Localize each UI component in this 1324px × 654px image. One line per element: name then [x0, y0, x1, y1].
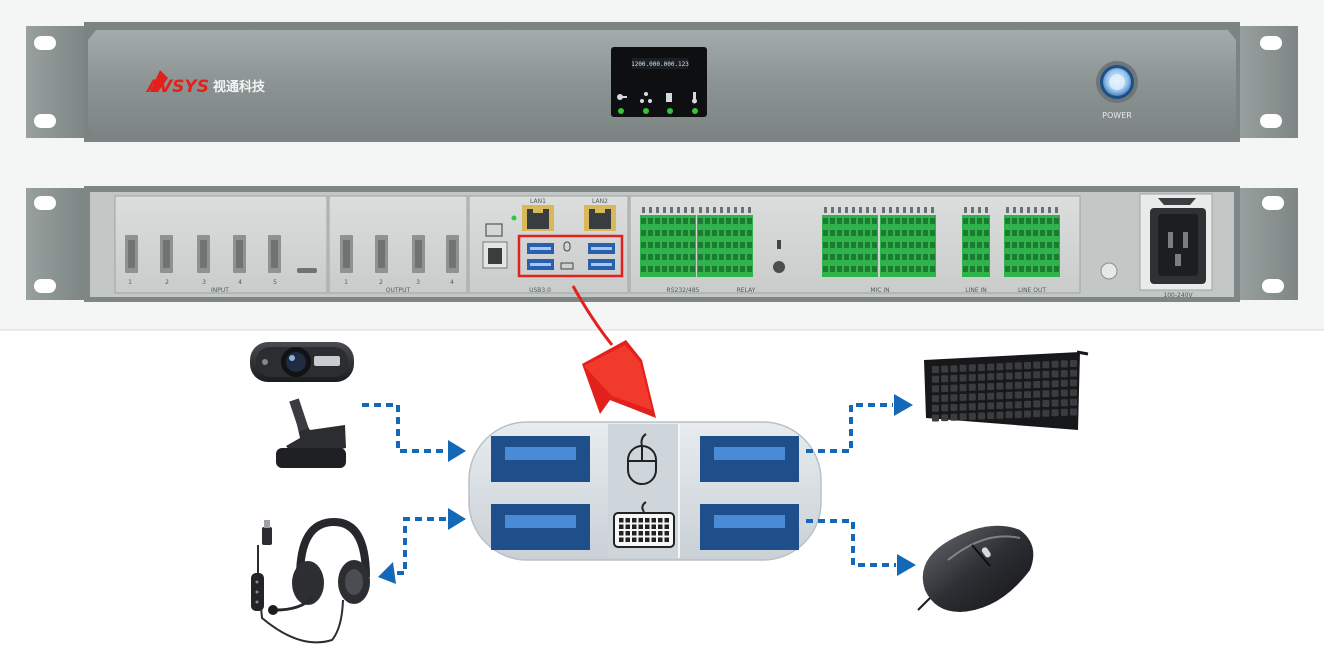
status-display: 1200.000.000.123 — [611, 47, 707, 117]
brand-name-cn: 视通科技 — [213, 79, 266, 95]
arrow-webcam-to-hub — [362, 403, 446, 453]
keyboard-icon — [613, 501, 675, 548]
output-label: OUTPUT — [386, 287, 411, 294]
pointer-arrow — [571, 285, 656, 418]
headset-image — [251, 517, 370, 644]
usb-port — [491, 436, 590, 482]
port-number: 3 — [416, 279, 420, 286]
terminal-block — [697, 207, 753, 277]
arrow-hub-to-mouse — [806, 519, 896, 567]
usb-port — [491, 504, 590, 550]
ground-screw — [773, 261, 785, 273]
lan-label: LAN2 — [592, 198, 608, 205]
thermometer-icon — [692, 92, 697, 104]
display-text: 1200.000.000.123 — [631, 61, 689, 68]
port-number: 3 — [202, 279, 206, 286]
fuse-holder — [1100, 262, 1118, 280]
terminal-block — [822, 207, 878, 277]
usb-port — [700, 504, 799, 550]
webcam-image — [250, 342, 354, 468]
hdmi-output-ports — [340, 235, 459, 273]
power-inlet-label: 100-240V — [1163, 292, 1193, 299]
usb-highlight-box — [517, 234, 624, 278]
mouse-image — [917, 525, 1034, 612]
keyboard-image — [924, 350, 1089, 430]
arrow-hub-to-keyboard — [806, 403, 893, 453]
relay-label: RELAY — [737, 287, 756, 294]
rs232-label: RS232/485 — [667, 287, 700, 294]
mouse-icon — [627, 433, 657, 485]
status-leds — [618, 108, 698, 114]
port-number: 1 — [128, 279, 132, 286]
port-number: 4 — [238, 279, 242, 286]
rack-hole — [1262, 196, 1284, 210]
usb-hub-closeup — [468, 421, 822, 561]
arrow-heads — [378, 394, 916, 584]
brand-name: AVSYS — [145, 77, 209, 97]
usb-label: USB3.0 — [529, 287, 551, 294]
line-in-label: LINE IN — [965, 287, 987, 294]
usb-port — [700, 436, 799, 482]
rack-ear-right — [1240, 188, 1298, 300]
connector-arrows — [362, 403, 896, 575]
power-inlet — [1139, 193, 1213, 291]
key-icon — [617, 94, 627, 100]
port-number: 1 — [344, 279, 348, 286]
rack-hole — [1260, 36, 1282, 50]
input-label: INPUT — [211, 287, 229, 294]
power-label: POWER — [1102, 111, 1132, 120]
port-number: 2 — [379, 279, 383, 286]
rack-hole — [1262, 279, 1284, 293]
network-icon — [640, 92, 652, 103]
rack-hole — [34, 114, 56, 128]
lan-ports — [522, 205, 616, 231]
front-panel: AVSYS 视通科技 1200.000.000.123 — [26, 22, 1298, 142]
terminal-block — [880, 207, 936, 277]
hdmi-input-ports — [125, 235, 317, 273]
rack-ear-left — [26, 188, 84, 300]
terminal-block — [640, 207, 696, 277]
input-bay — [114, 195, 328, 294]
rack-hole — [1260, 114, 1282, 128]
rack-hole — [34, 196, 56, 210]
arrow-hub-to-headset — [392, 517, 446, 575]
lan-label: LAN1 — [530, 198, 546, 205]
brand-logo: AVSYS 视通科技 — [145, 70, 266, 97]
line-out-label: LINE OUT — [1018, 287, 1046, 294]
port-number: 5 — [273, 279, 277, 286]
usb3-ports-mini — [527, 241, 615, 270]
terminal-block — [962, 207, 990, 277]
rack-hole — [34, 279, 56, 293]
terminal-block — [1004, 207, 1060, 277]
rear-panel: 1 2 3 4 5 INPUT 1 2 3 4 OUTPUT LAN1 LAN2 — [26, 186, 1298, 302]
port-number: 2 — [165, 279, 169, 286]
terminal-blocks — [640, 207, 1060, 277]
rack-ear-right — [1240, 26, 1298, 138]
rack-hole — [34, 36, 56, 50]
usb-b-port — [482, 223, 508, 269]
mic-in-label: MIC IN — [870, 287, 889, 294]
power-button[interactable] — [1096, 61, 1138, 103]
rack-ear-left — [26, 26, 84, 138]
sd-card-icon — [666, 93, 672, 102]
port-number: 4 — [450, 279, 454, 286]
